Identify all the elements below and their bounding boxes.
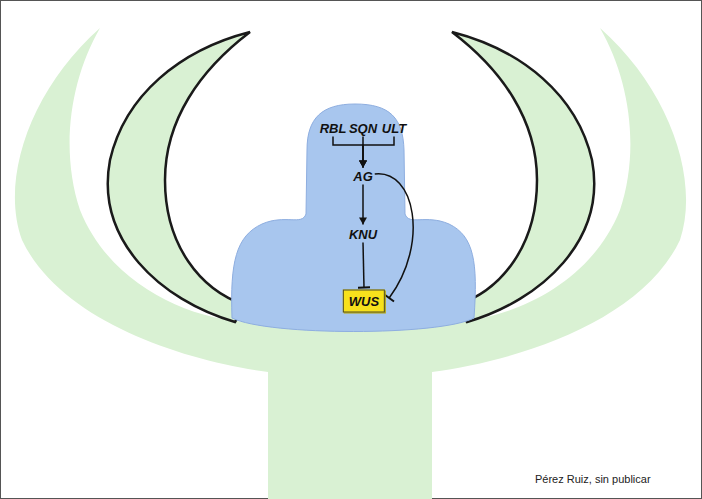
activation-connector: [333, 137, 367, 168]
arrow-head: [359, 161, 367, 168]
gene-label: KNU: [348, 227, 378, 242]
repression-connector: [375, 174, 413, 302]
inhibition-bar: [358, 286, 370, 288]
activation-connector: [359, 185, 367, 225]
gene-label: AG: [352, 169, 374, 184]
arrow-head: [359, 161, 367, 168]
connector-line: [362, 185, 364, 225]
target-gene-box: WUS: [343, 290, 385, 313]
connector-line: [362, 137, 364, 168]
gene-name: KNU: [349, 227, 377, 242]
repression-connector: [358, 243, 370, 288]
arrow-head: [359, 161, 367, 168]
gene-name: SQN: [349, 121, 377, 136]
source-note: Pérez Ruiz, sin publicar: [535, 473, 651, 485]
connector-line: [375, 174, 413, 298]
connector-line: [363, 137, 394, 168]
gene-name: RBL: [320, 121, 347, 136]
left-petal: [108, 32, 250, 322]
connector-line: [333, 137, 363, 168]
connector-line: [363, 243, 364, 288]
gene-name: WUS: [349, 294, 379, 309]
inhibition-bar: [384, 294, 394, 301]
activation-connector: [359, 137, 394, 168]
gene-name: ULT: [382, 121, 406, 136]
gene-name: AG: [353, 169, 373, 184]
gene-label: ULT: [381, 121, 407, 136]
arrow-head: [359, 218, 367, 225]
activation-connector: [359, 137, 367, 168]
gene-label: SQN: [348, 121, 378, 136]
sepal-and-stem: [15, 28, 686, 499]
gene-label: RBL: [319, 121, 348, 136]
carpel-meristem: [232, 104, 476, 332]
